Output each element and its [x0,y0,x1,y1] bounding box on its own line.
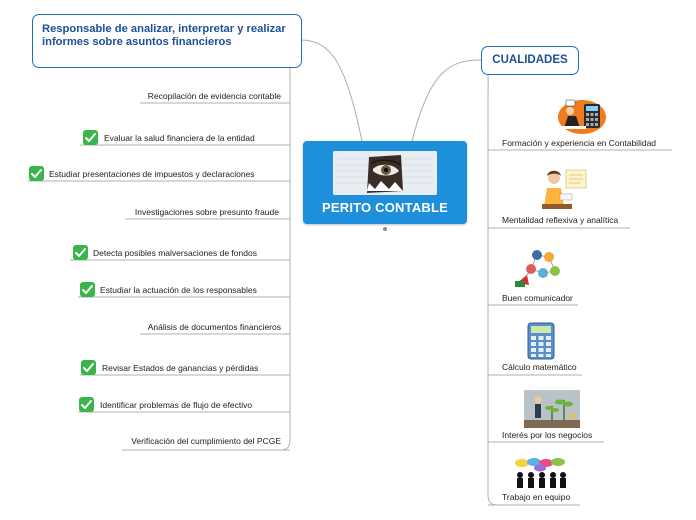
left-branch-topic[interactable]: Responsable de analizar, interpretar y r… [32,14,302,68]
checkmark-icon [73,245,88,260]
checkmark-icon [29,166,44,181]
left-item-1[interactable]: Recopilación de evidencia contable [147,91,281,101]
right-branch-topic[interactable]: CUALIDADES [481,46,579,75]
left-item-2[interactable]: Evaluar la salud financiera de la entida… [104,133,255,143]
left-item-3[interactable]: Estudiar presentaciones de impuestos y d… [49,169,255,179]
right-item-6[interactable]: Trabajo en equipo [502,492,571,502]
checkmark-icon [81,360,96,375]
thinking-person-image [540,166,588,212]
checkmark-icon [80,282,95,297]
communication-network-image [515,243,563,291]
collapse-handle[interactable] [383,227,387,231]
right-item-5[interactable]: Interés por los negocios [502,430,593,440]
central-title: PERITO CONTABLE [321,200,449,215]
left-item-4[interactable]: Investigaciones sobre presunto fraude [134,207,279,217]
accountant-calculator-image [556,98,612,136]
calculator-image [527,322,555,360]
left-item-8[interactable]: Revisar Estados de ganancias y pérdidas [102,363,259,373]
left-branch-title: Responsable de analizar, interpretar y r… [42,23,286,48]
right-item-3[interactable]: Buen comunicador [502,293,573,303]
business-growth-image [524,390,580,428]
right-item-2[interactable]: Mentalidad reflexiva y analítica [502,215,619,225]
left-item-7[interactable]: Análisis de documentos financieros [147,322,281,332]
left-item-6[interactable]: Estudiar la actuación de los responsable… [100,285,257,295]
right-item-4[interactable]: Cálculo matemático [502,362,577,372]
teamwork-speech-bubbles-image [512,457,568,491]
checkmark-icon [79,397,94,412]
left-item-9[interactable]: Identificar problemas de flujo de efecti… [100,400,253,410]
right-branch-title: CUALIDADES [492,54,568,66]
checkmark-icon [83,130,98,145]
eye-peeking-image [333,151,437,195]
right-item-1[interactable]: Formación y experiencia en Contabilidad [502,138,657,148]
central-topic[interactable]: PERITO CONTABLE [303,141,467,224]
left-item-5[interactable]: Detecta posibles malversaciones de fondo… [93,248,257,258]
left-item-10[interactable]: Verificación del cumplimiento del PCGE [131,436,281,446]
